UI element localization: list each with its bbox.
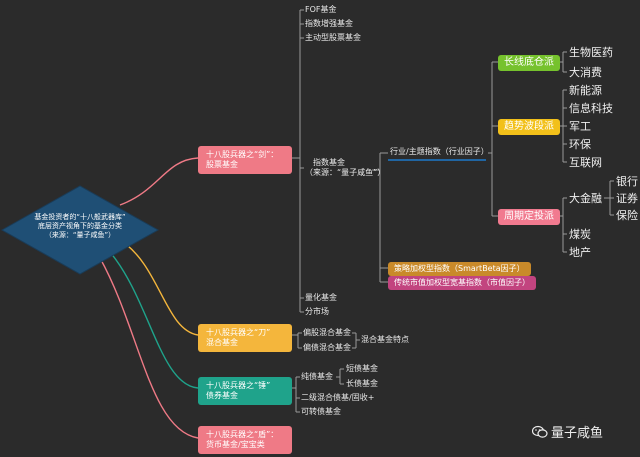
leaf-securities[interactable]: 证券 [616,192,638,205]
leaf-real-estate[interactable]: 地产 [569,246,591,259]
connector-center-b4 [99,257,199,439]
node-pure-bond[interactable]: 纯债基金 [301,372,333,381]
branch-money-line2: 货币基金/宝宝类 [206,440,265,449]
leaf-military[interactable]: 军工 [569,120,591,133]
node-index-fund[interactable]: 指数基金 （来源：“量子咸鱼”） [305,158,385,178]
center-node-shape [0,185,160,275]
node-index-enhanced-fund[interactable]: 指数增强基金 [305,19,353,28]
watermark-text: 量子咸鱼 [551,426,604,441]
leaf-new-energy[interactable]: 新能源 [569,84,602,97]
center-title-line2: 底层资产视角下的基金分类 [38,222,122,230]
branch-money-fund[interactable]: 十八股兵器之“盾”： 货币基金/宝宝类 [198,426,292,454]
branch-stock-line2: 股票基金 [206,160,238,169]
node-fof-fund[interactable]: FOF基金 [305,5,337,14]
node-industry-factor[interactable]: 行业/主题指数（行业因子） [390,147,489,156]
leaf-finance[interactable]: 大金融 [569,192,602,205]
node-bond-biased-mixed[interactable]: 偏债混合基金 [303,343,351,352]
node-stock-biased-mixed[interactable]: 偏股混合基金 [303,328,351,337]
node-index-fund-line2: （来源：“量子咸鱼”） [305,168,386,177]
node-marketcap-factor[interactable]: 传统市值加权型宽基指数（市值因子） [388,276,536,290]
branch-bond-fund[interactable]: 十八股兵器之“锤” 债券基金 [198,377,292,405]
node-convertible-bond[interactable]: 可转债基金 [301,407,341,416]
node-secondary-bond[interactable]: 二级混合债基/固收+ [301,393,375,402]
branch-money-line1: 十八股兵器之“盾”： [206,430,279,439]
node-index-fund-line1: 指数基金 [313,158,345,167]
leaf-insurance[interactable]: 保险 [616,209,638,222]
leaf-coal[interactable]: 煤炭 [569,228,591,241]
style-long-term[interactable]: 长线底仓派 [498,55,560,71]
style-cycle-dca[interactable]: 周期定投派 [498,209,560,225]
node-active-stock-fund[interactable]: 主动型股票基金 [305,33,361,42]
node-long-bond[interactable]: 长债基金 [346,379,378,388]
style-trend-swing[interactable]: 趋势波段派 [498,119,560,135]
center-title-line3: （来源：“量子咸鱼”） [44,231,116,239]
watermark: 量子咸鱼 [531,422,604,441]
branch-bond-line1: 十八股兵器之“锤” [206,381,271,390]
center-title: 基金投资者的“十八般武器库” 底层资产视角下的基金分类 （来源：“量子咸鱼”） [28,213,132,240]
node-graded-fund[interactable]: 分市场 [305,307,329,316]
branch-stock-line1: 十八股兵器之“剑”： [206,150,279,159]
branch-mixed-line1: 十八股兵器之“刀” [206,328,271,337]
node-short-bond[interactable]: 短债基金 [346,364,378,373]
wechat-icon [531,425,548,438]
leaf-info-tech[interactable]: 信息科技 [569,102,613,115]
connector-center-b3 [109,251,199,389]
branch-bond-line2: 债券基金 [206,391,238,400]
connector-center-b1 [119,157,199,206]
node-quant-fund[interactable]: 量化基金 [305,293,337,302]
center-title-line1: 基金投资者的“十八般武器库” [34,213,126,221]
leaf-bank[interactable]: 银行 [616,175,638,188]
branch-mixed-fund[interactable]: 十八股兵器之“刀” 混合基金 [198,324,292,352]
node-smartbeta-factor[interactable]: 策略加权型指数（SmartBeta因子） [388,262,531,276]
leaf-internet[interactable]: 互联网 [569,156,602,169]
leaf-environment[interactable]: 环保 [569,138,591,151]
branch-mixed-line2: 混合基金 [206,338,238,347]
node-mixed-features[interactable]: 混合基金特点 [361,335,409,344]
connector-center-b2 [119,239,199,336]
leaf-consumer[interactable]: 大消费 [569,66,602,79]
leaf-biomedicine[interactable]: 生物医药 [569,46,613,59]
branch-stock-fund[interactable]: 十八股兵器之“剑”： 股票基金 [198,146,292,174]
